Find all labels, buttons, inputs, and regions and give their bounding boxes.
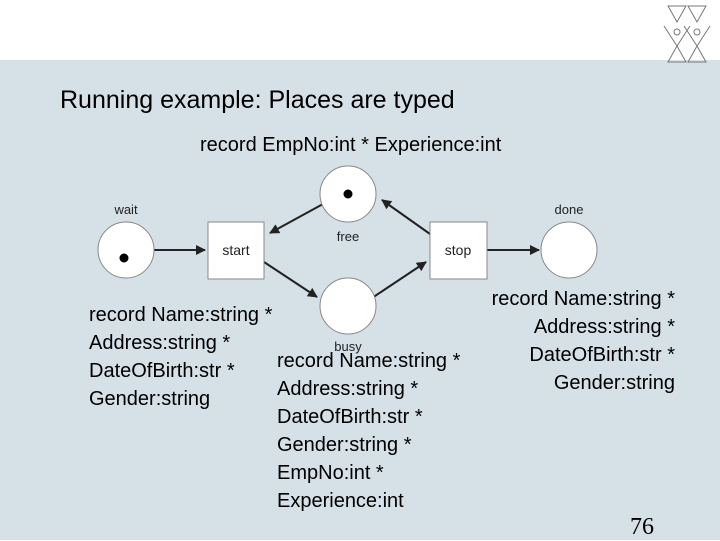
slide-header-band xyxy=(0,0,720,60)
type-line: Gender:string * xyxy=(277,434,412,456)
type-line: Address:string * xyxy=(533,316,675,338)
type-block-right: record Name:string * Address:string * Da… xyxy=(492,285,675,397)
place-busy xyxy=(319,277,377,335)
slide-title: Running example: Places are typed xyxy=(60,86,455,114)
place-wait xyxy=(97,221,155,279)
place-free-token xyxy=(343,189,353,199)
petri-net-logo-icon xyxy=(663,5,711,63)
type-line: DateOfBirth:str * xyxy=(529,344,675,366)
arc-start-busy xyxy=(263,261,318,298)
type-block-middle: record Name:string * Address:string * Da… xyxy=(277,347,460,515)
type-line: record Name:string * xyxy=(491,288,675,310)
place-done xyxy=(540,221,598,279)
type-line: DateOfBirth:str * xyxy=(277,406,423,428)
type-line: EmpNo:int * xyxy=(277,462,384,484)
transition-start-label: start xyxy=(222,242,249,258)
place-busy-label: busy xyxy=(334,339,362,354)
arc-stop-free xyxy=(381,199,431,235)
type-line: DateOfBirth:str * xyxy=(89,360,235,382)
type-line: record Name:string * xyxy=(277,350,461,372)
type-block-left: record Name:string * Address:string * Da… xyxy=(89,301,272,413)
transition-stop-label: stop xyxy=(445,242,472,258)
type-line: Address:string * xyxy=(277,378,419,400)
place-wait-token xyxy=(119,253,129,263)
type-line: record Name:string * xyxy=(89,304,273,326)
type-line: Gender:string xyxy=(89,388,211,410)
page-number: 76 xyxy=(630,514,654,540)
type-line: Gender:string xyxy=(553,372,675,394)
transition-stop xyxy=(429,221,488,280)
arc-free-start xyxy=(269,203,324,234)
place-free-label: free xyxy=(337,229,359,244)
type-line: Address:string * xyxy=(89,332,231,354)
place-done-label: done xyxy=(555,202,584,217)
transition-start xyxy=(207,221,265,280)
place-wait-label: wait xyxy=(113,202,138,217)
free-place-type-label: record EmpNo:int * Experience:int xyxy=(200,134,502,156)
type-line: Experience:int xyxy=(277,490,404,512)
arc-busy-stop xyxy=(371,261,427,299)
